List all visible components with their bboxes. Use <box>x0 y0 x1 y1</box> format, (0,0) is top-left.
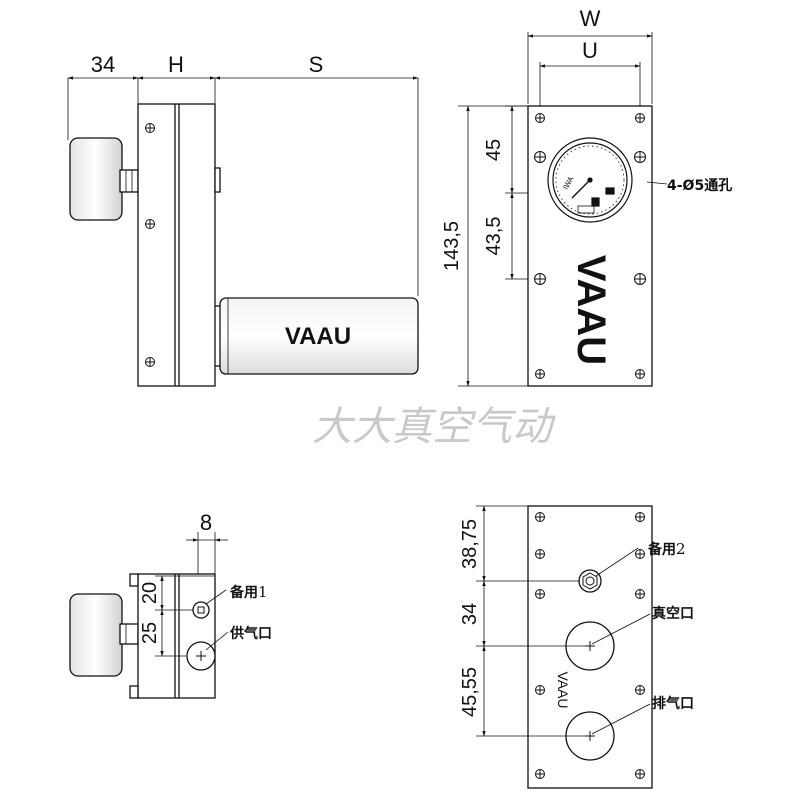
body-bottom-side <box>137 573 216 699</box>
side-view <box>67 76 419 387</box>
port-label-spare-2: 备用2 <box>647 540 686 558</box>
mount-hole <box>535 512 645 779</box>
back-view <box>476 505 653 789</box>
gauge-stem <box>119 169 139 193</box>
mount-hole <box>534 113 646 379</box>
pressure-gauge <box>547 137 633 223</box>
dim-20: 20 <box>139 582 161 604</box>
dim-w: W <box>580 6 601 31</box>
dim-h: H <box>168 52 184 77</box>
dim-43: 43,5 <box>483 217 505 256</box>
dim-8: 8 <box>200 510 212 535</box>
screw <box>145 123 155 367</box>
gauge-knob-bottom <box>69 593 123 677</box>
dim-u: U <box>582 38 598 63</box>
port-label-exhaust: 排气口 <box>652 695 694 712</box>
port-label-vacuum: 真空口 <box>652 605 694 622</box>
vacuum-cylinder <box>219 297 419 375</box>
dim-45: 45 <box>483 139 505 161</box>
dim-38-75: 38,75 <box>459 519 481 569</box>
spare-port-1 <box>192 601 210 619</box>
brand-label-back: VAAU <box>555 671 571 708</box>
gauge-knob-side <box>69 137 123 221</box>
brand-label-cylinder: VAAU <box>285 323 351 350</box>
bottom-side-view <box>69 532 229 699</box>
hole-spec-label: 4-Ø5通孔 <box>667 178 732 194</box>
dim-143: 143,5 <box>441 221 463 271</box>
port-label-spare-1: 备用1 <box>229 583 268 601</box>
watermark: 大大真空气动 <box>312 404 556 450</box>
dim-s: S <box>309 52 324 77</box>
body-side <box>137 103 216 387</box>
dim-34-back: 34 <box>459 603 481 625</box>
brand-label-front: VAAU <box>569 255 613 365</box>
dim-34: 34 <box>91 52 115 77</box>
port-label-supply: 供气口 <box>229 625 272 642</box>
dim-45-55: 45,55 <box>459 667 481 717</box>
dim-25: 25 <box>139 622 161 644</box>
front-view <box>458 32 668 387</box>
